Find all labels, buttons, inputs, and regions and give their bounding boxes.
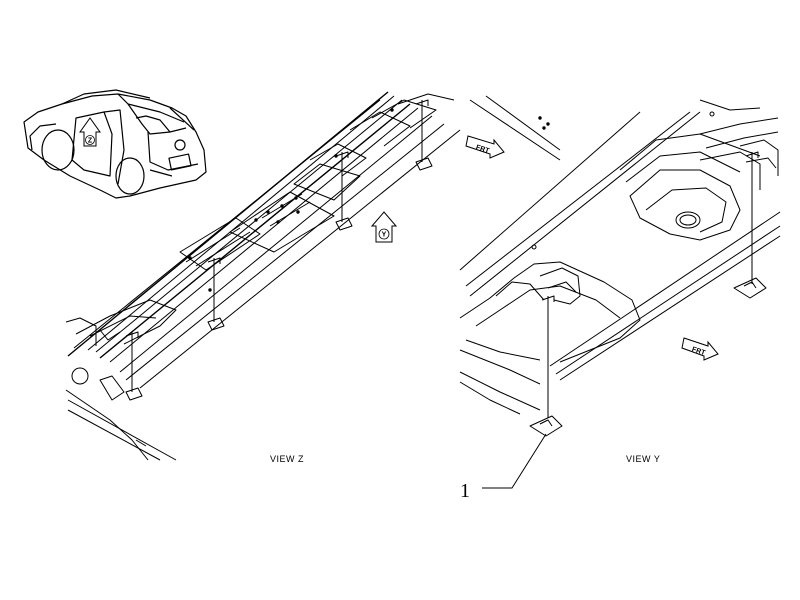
view-z-marker-thumbnail: Z xyxy=(79,117,101,147)
view-y-marker-letter: Y xyxy=(382,232,387,239)
view-y-label: VIEW Y xyxy=(626,454,660,464)
view-y-marker: Y xyxy=(370,211,398,243)
front-direction-arrow-right: FRT xyxy=(681,337,719,361)
view-z-marker-letter: Z xyxy=(88,138,93,145)
callout-number: 1 xyxy=(460,480,470,502)
front-direction-arrow-left: FRT xyxy=(465,135,505,159)
view-z-label: VIEW Z xyxy=(270,454,304,464)
view-z-drawing xyxy=(65,91,561,461)
front-arrow-label-right: FRT xyxy=(691,346,707,357)
view-y-drawing xyxy=(459,99,781,437)
front-arrow-label: FRT xyxy=(475,144,491,155)
vehicle-locator-illustration xyxy=(23,89,207,199)
callout-1: 1 xyxy=(460,433,547,502)
